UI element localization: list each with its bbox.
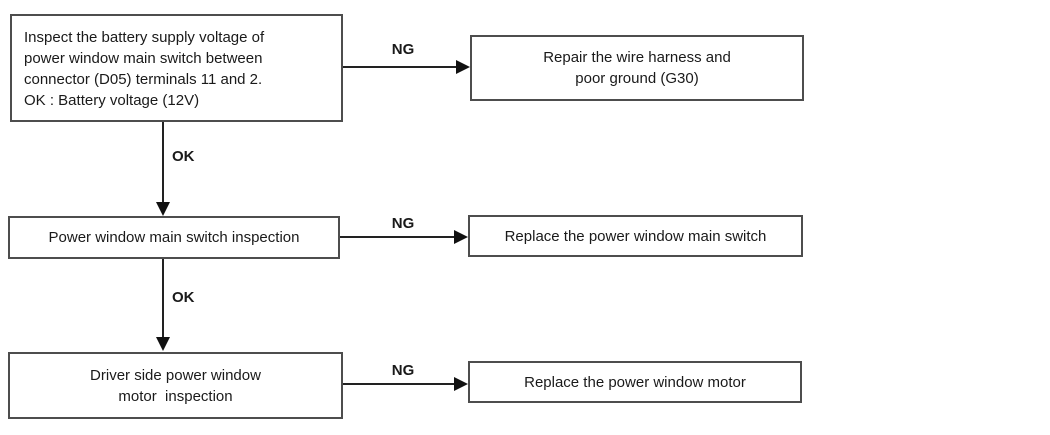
connector-line-ng-1 <box>343 66 458 68</box>
connector-line-ok-1 <box>162 122 164 204</box>
arrowhead-right-icon <box>454 230 468 244</box>
node-inspect-battery-voltage: Inspect the battery supply voltage of po… <box>10 14 343 122</box>
edge-label-ok-2: OK <box>172 289 195 306</box>
arrowhead-right-icon <box>456 60 470 74</box>
arrowhead-right-icon <box>454 377 468 391</box>
arrowhead-down-icon <box>156 337 170 351</box>
edge-label-ng-2: NG <box>391 215 415 232</box>
node-replace-main-switch: Replace the power window main switch <box>468 215 803 257</box>
node-repair-wire-harness: Repair the wire harness and poor ground … <box>470 35 804 101</box>
node-main-switch-inspection: Power window main switch inspection <box>8 216 340 259</box>
connector-line-ng-2 <box>340 236 455 238</box>
connector-line-ok-2 <box>162 259 164 339</box>
connector-line-ng-3 <box>343 383 455 385</box>
edge-label-ok-1: OK <box>172 148 195 165</box>
arrowhead-down-icon <box>156 202 170 216</box>
node-replace-motor: Replace the power window motor <box>468 361 802 403</box>
edge-label-ng-1: NG <box>391 41 415 58</box>
edge-label-ng-3: NG <box>391 362 415 379</box>
node-motor-inspection: Driver side power window motor inspectio… <box>8 352 343 419</box>
